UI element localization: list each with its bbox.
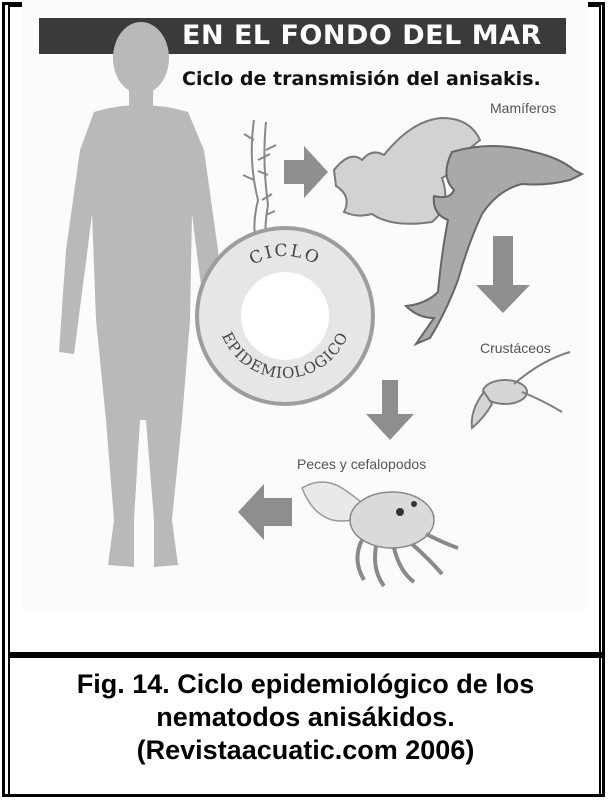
- svg-text:EPIDEMIOLOGICO: EPIDEMIOLOGICO: [218, 329, 352, 382]
- svg-text:CICLO: CICLO: [246, 241, 324, 270]
- cycle-label-top: CICLO: [246, 241, 324, 270]
- caption-divider: [8, 652, 603, 658]
- cycle-label-bottom: EPIDEMIOLOGICO: [218, 329, 352, 382]
- caption-line-2: nematodos anisákidos.: [10, 701, 601, 734]
- label-crustaceans: Crustáceos: [480, 340, 551, 356]
- cycle-text-layer: CICLO EPIDEMIOLOGICO: [22, 0, 588, 610]
- caption-line-3: (Revistaacuatic.com 2006): [10, 734, 601, 767]
- label-mammals: Mamíferos: [490, 100, 556, 116]
- figure-illustration: EN EL FONDO DEL MAR Ciclo de transmisión…: [22, 0, 588, 610]
- label-fish-cephalopods: Peces y cefalopodos: [297, 456, 426, 472]
- figure-caption: Fig. 14. Ciclo epidemiológico de los nem…: [10, 668, 601, 767]
- caption-line-1: Fig. 14. Ciclo epidemiológico de los: [10, 668, 601, 701]
